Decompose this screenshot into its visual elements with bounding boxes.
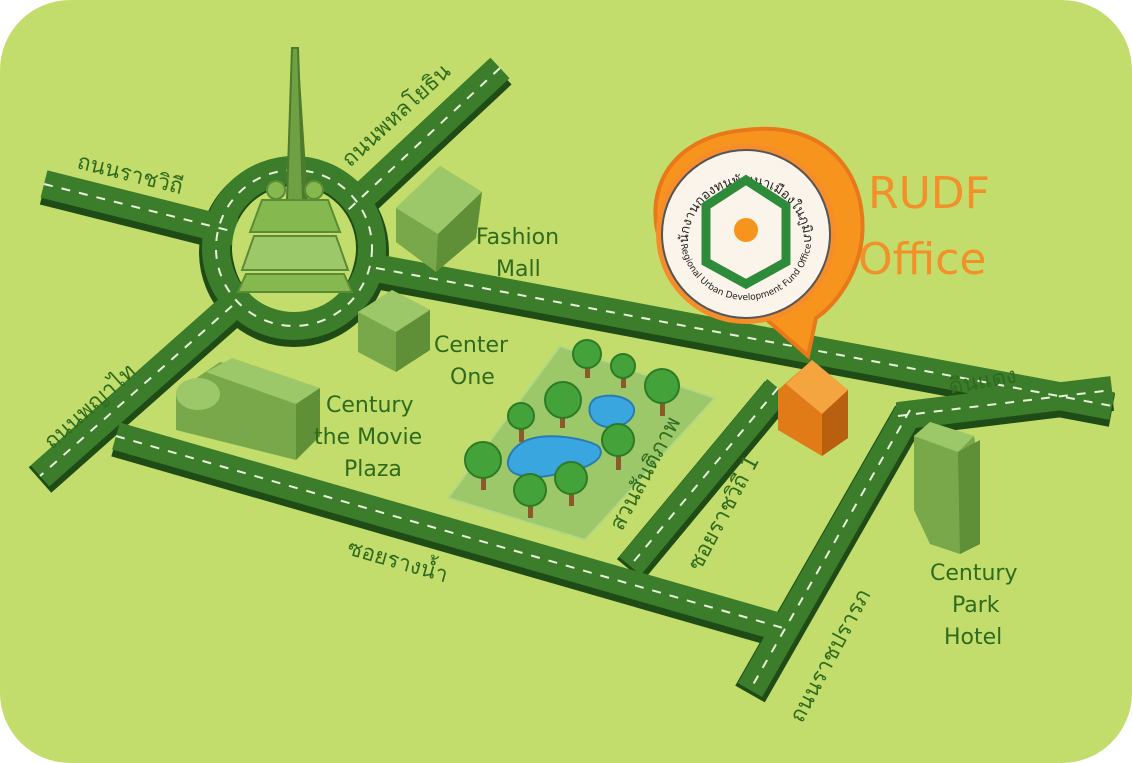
center-one-building <box>358 290 430 372</box>
svg-text:the Movie: the Movie <box>314 425 422 450</box>
fashion-mall-label: Fashion Mall <box>476 225 559 282</box>
svg-text:Century: Century <box>930 561 1017 586</box>
office-title-line2: Office <box>858 234 986 285</box>
center-one-label: Center One <box>434 333 509 390</box>
svg-text:Century: Century <box>326 393 413 418</box>
svg-text:Park: Park <box>952 593 1000 618</box>
century-movie-building <box>176 358 320 460</box>
victory-monument-icon <box>236 47 354 293</box>
century-park-building <box>914 422 980 554</box>
svg-text:Plaza: Plaza <box>344 457 402 482</box>
tree-icon <box>572 339 602 378</box>
tree-icon <box>644 368 680 416</box>
pond-icon <box>588 394 636 429</box>
tree-icon <box>507 402 535 442</box>
tree-icon <box>610 353 636 388</box>
svg-text:Center: Center <box>434 333 509 358</box>
tree-icon <box>464 441 502 490</box>
svg-text:One: One <box>450 365 495 390</box>
century-park-label: Century Park Hotel <box>930 561 1017 650</box>
tree-icon <box>544 381 582 428</box>
century-movie-label: Century the Movie Plaza <box>314 393 422 482</box>
tree-icon <box>554 461 588 506</box>
house-logo-icon <box>701 174 791 290</box>
svg-text:Mall: Mall <box>496 257 541 282</box>
fashion-mall-building <box>396 166 482 272</box>
svg-text:Fashion: Fashion <box>476 225 559 250</box>
tree-icon <box>513 473 547 518</box>
rudf-office-building[interactable] <box>778 360 848 456</box>
park-trees <box>464 339 680 518</box>
office-title-line1: RUDF <box>868 168 990 219</box>
tree-icon <box>601 423 635 470</box>
svg-text:Hotel: Hotel <box>944 625 1002 650</box>
